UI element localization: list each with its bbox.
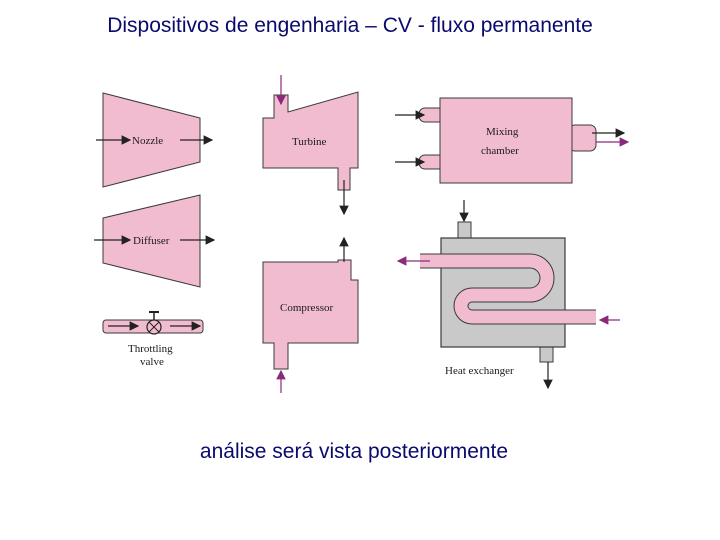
- heat-exchanger: Heat exchanger: [396, 200, 620, 390]
- mixing-label-2: chamber: [481, 145, 519, 157]
- diffuser: Diffuser: [94, 194, 216, 288]
- nozzle-label: Nozzle: [132, 135, 163, 147]
- throttling-label-1: Throttling: [128, 343, 173, 355]
- turbine: Turbine: [262, 75, 359, 216]
- mixing-label-1: Mixing: [486, 126, 519, 138]
- nozzle: Nozzle: [96, 92, 214, 188]
- footer-note: análise será vista posteriormente: [199, 440, 509, 463]
- diffuser-label: Diffuser: [133, 235, 170, 247]
- compressor: Compressor: [262, 236, 359, 393]
- mixing-chamber: Mixing chamber: [395, 97, 630, 184]
- throttling-valve: Throttling valve: [102, 311, 204, 368]
- compressor-label: Compressor: [280, 302, 334, 314]
- turbine-label: Turbine: [292, 136, 327, 148]
- heat-exchanger-label: Heat exchanger: [445, 365, 514, 377]
- page-title: Dispositivos de engenharia – CV - fluxo …: [107, 14, 593, 37]
- throttling-label-2: valve: [140, 356, 164, 368]
